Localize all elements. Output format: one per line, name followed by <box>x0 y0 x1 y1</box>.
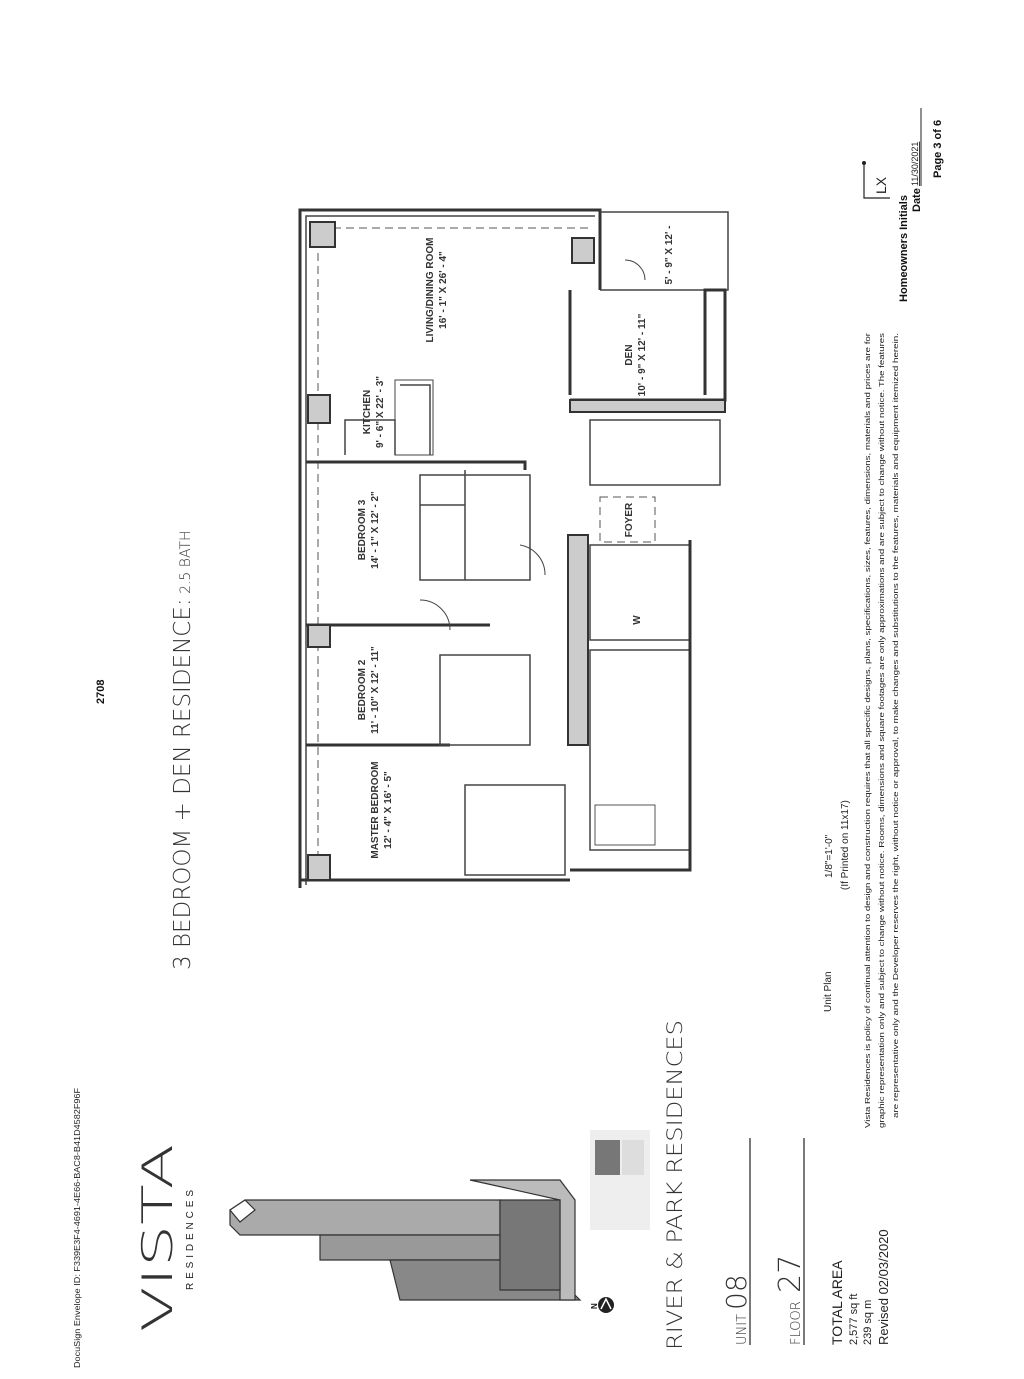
balcony-dims: 5' - 9" X 12' - <box>664 226 675 285</box>
brand-logo: VISTA <box>133 1144 182 1332</box>
date-value: 11/30/2021 <box>910 142 920 186</box>
room-dims: 12' - 4" X 16' - 5" <box>383 771 394 849</box>
initials: LX <box>873 176 889 194</box>
compass-icon <box>598 1297 614 1313</box>
room-name: MASTER BEDROOM <box>370 761 381 858</box>
disclaimer-line: are representative only and the Develope… <box>893 333 900 1118</box>
disclaimer-line: Vista Residences is policy of continual … <box>865 332 872 1128</box>
plan-label: Unit Plan <box>823 971 834 1012</box>
page-number: Page 3 of 6 <box>932 120 944 178</box>
room-name: FOYER <box>624 502 635 537</box>
building-illustration <box>229 1179 582 1301</box>
initials-label: Homeowners Initials <box>898 195 910 302</box>
unit-value: 08 <box>720 1274 753 1310</box>
disclaimer-line: graphic representation only and subject … <box>879 332 886 1128</box>
room-labels: LIVING/DINING ROOM 16' - 1" X 26' - 4" K… <box>357 226 675 859</box>
room-name: BEDROOM 2 <box>357 659 368 720</box>
area-label: TOTAL AREA <box>829 1260 845 1345</box>
envelope-id: DocuSign Envelope ID: F339E3F4-4691-4E66… <box>73 1088 82 1368</box>
floor-plan <box>298 208 729 888</box>
plan-scale-note: (If Printed on 11x17) <box>840 800 851 890</box>
compass-label: N <box>590 1303 599 1309</box>
date-label: Date <box>911 188 923 212</box>
compass: N <box>590 1297 614 1313</box>
floor-value: 27 <box>773 1255 808 1293</box>
room-name: BEDROOM 3 <box>357 499 368 560</box>
room-dims: 16' - 1" X 26' - 4" <box>438 251 449 329</box>
room-name: LIVING/DINING ROOM <box>425 238 436 343</box>
revised-date: Revised 02/03/2020 <box>876 1229 891 1345</box>
title-main: 3 BEDROOM + DEN RESIDENCE: <box>170 598 196 970</box>
unit-label: UNIT <box>735 1314 750 1345</box>
brand-sub: RESIDENCES <box>185 1190 196 1290</box>
page-title: 3 BEDROOM + DEN RESIDENCE: 2.5 BATH <box>170 530 196 970</box>
room-name: DEN <box>624 344 635 365</box>
room-dims: 11' - 10" X 12' - 11" <box>370 646 381 734</box>
room-dims: 9' - 6" X 22' - 3" <box>375 376 386 448</box>
plan-scale: 1/8"=1'-0" <box>824 834 835 878</box>
room-name: KITCHEN <box>362 390 373 434</box>
washer-label: W <box>632 615 643 625</box>
room-dims: 10' - 9" X 12' - 11" <box>637 313 648 396</box>
title-bath: 2.5 BATH <box>178 530 194 598</box>
area-sqft: 2,577 sq ft <box>848 1294 860 1345</box>
key-plan <box>590 1130 650 1230</box>
room-dims: 14' - 1" X 12' - 2" <box>370 491 381 569</box>
building-name: RIVER & PARK RESIDENCES <box>663 1020 687 1350</box>
initials-box <box>863 165 890 199</box>
unit-number-top: 2708 <box>95 680 107 704</box>
area-sqm: 239 sq m <box>862 1300 874 1345</box>
floor-label: FLOOR <box>789 1301 804 1345</box>
